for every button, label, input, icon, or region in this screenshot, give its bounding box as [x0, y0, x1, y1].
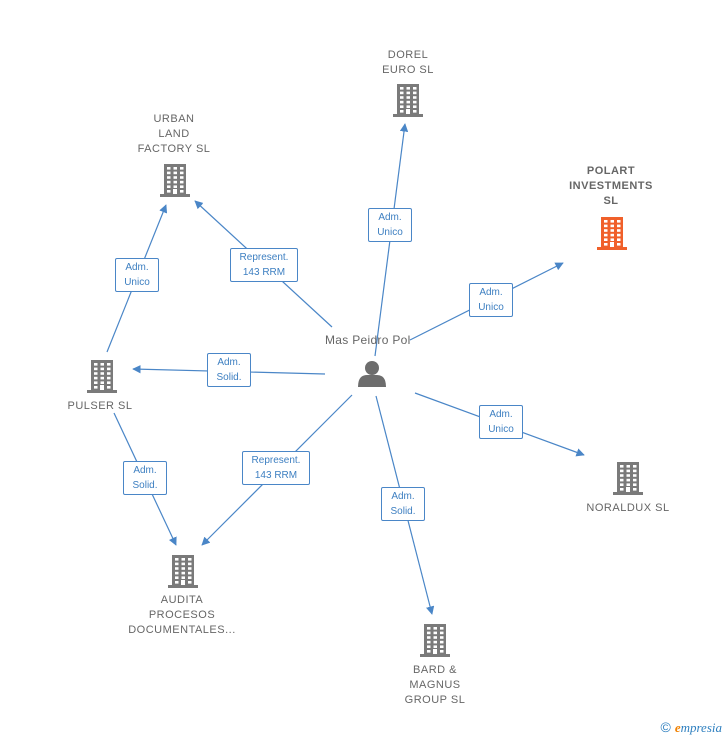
brand-logo: empresia	[674, 720, 722, 735]
company-label-pulser[interactable]: PULSER SL	[67, 400, 133, 412]
edges-layer	[106, 123, 585, 615]
edge-label-center-dorel[interactable]: Adm. Unico	[368, 208, 412, 242]
company-label-polart[interactable]: POLART INVESTMENTS SL	[569, 165, 653, 207]
building-icon-urban[interactable]	[160, 164, 190, 197]
building-icon-noraldux[interactable]	[613, 462, 643, 495]
person-icon[interactable]	[358, 361, 386, 387]
company-label-audita[interactable]: AUDITA PROCESOS DOCUMENTALES...	[128, 594, 236, 636]
building-icon-dorel[interactable]	[393, 84, 423, 117]
edge-label-center-urban[interactable]: Represent. 143 RRM	[230, 248, 298, 282]
copyright: ©empresia	[660, 719, 722, 736]
building-icon-audita[interactable]	[168, 555, 198, 588]
company-label-noraldux[interactable]: NORALDUX SL	[586, 502, 670, 514]
edge-label-center-audita[interactable]: Represent. 143 RRM	[242, 451, 310, 485]
edge-label-center-pulser[interactable]: Adm. Solid.	[207, 353, 251, 387]
copyright-symbol: ©	[660, 719, 671, 735]
edge-label-center-bard[interactable]: Adm. Solid.	[381, 487, 425, 521]
building-icon-polart[interactable]	[597, 217, 627, 250]
building-icon-pulser[interactable]	[87, 360, 117, 393]
company-label-urban[interactable]: URBAN LAND FACTORY SL	[137, 113, 211, 155]
icons-layer	[87, 84, 643, 657]
edge-label-pulser-urban[interactable]: Adm. Unico	[115, 258, 159, 292]
edge-label-pulser-audita[interactable]: Adm. Solid.	[123, 461, 167, 495]
edge-label-center-polart[interactable]: Adm. Unico	[469, 283, 513, 317]
company-label-bard[interactable]: BARD & MAGNUS GROUP SL	[404, 664, 466, 706]
edge-label-center-noraldux[interactable]: Adm. Unico	[479, 405, 523, 439]
center-person-label[interactable]: Mas Peidro Pol	[325, 333, 411, 347]
company-label-dorel[interactable]: DOREL EURO SL	[382, 49, 434, 76]
building-icon-bard[interactable]	[420, 624, 450, 657]
